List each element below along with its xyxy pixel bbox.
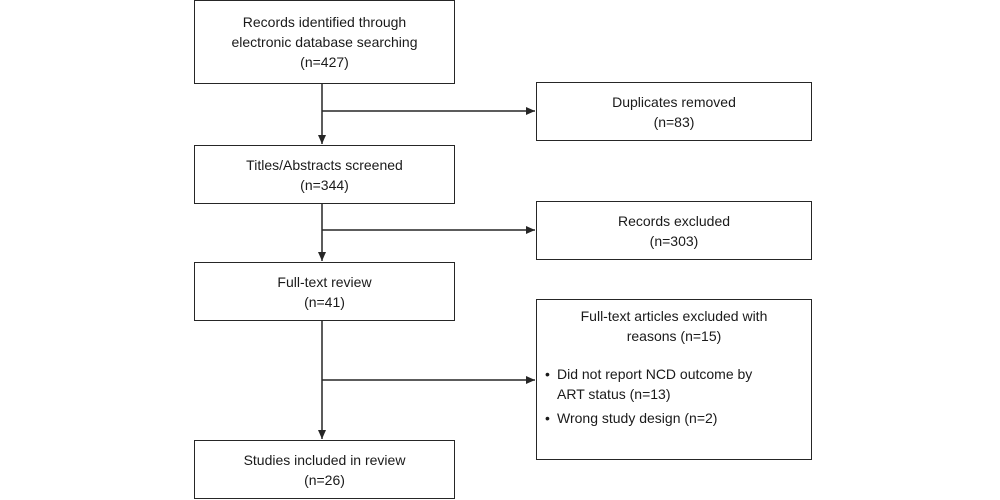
records-excluded-count: (n=303) <box>649 232 699 249</box>
exclusion-reason-text: ART status (n=13) <box>557 386 671 402</box>
titles-abstracts-screened-label: Titles/Abstracts screened <box>246 156 403 173</box>
records-excluded-label: Records excluded <box>617 212 731 229</box>
duplicates-removed-box: Duplicates removed (n=83) <box>536 82 812 141</box>
exclusion-reason-item: • Wrong study design (n=2) <box>545 408 811 428</box>
full-text-review-label: Full-text review <box>277 273 372 290</box>
duplicates-removed-label: Duplicates removed <box>612 93 736 110</box>
exclusion-reason-list: • Did not report NCD outcome by ART stat… <box>537 364 811 432</box>
records-excluded-box: Records excluded (n=303) <box>536 201 812 260</box>
exclusion-reason-item: • Did not report NCD outcome by ART stat… <box>545 364 811 404</box>
full-text-excluded-heading-line-2: reasons (n=15) <box>626 328 722 344</box>
full-text-review-box: Full-text review (n=41) <box>194 262 455 321</box>
full-text-excluded-box: Full-text articles excluded with reasons… <box>536 299 812 460</box>
bullet-icon: • <box>545 366 550 382</box>
full-text-review-count: (n=41) <box>304 293 345 310</box>
exclusion-reason-text: Wrong study design (n=2) <box>557 410 718 426</box>
records-identified-label-line-1: Records identified through <box>242 14 407 30</box>
titles-abstracts-screened-box: Titles/Abstracts screened (n=344) <box>194 145 455 204</box>
studies-included-box: Studies included in review (n=26) <box>194 440 455 499</box>
studies-included-count: (n=26) <box>304 471 345 488</box>
bullet-icon: • <box>545 410 550 426</box>
records-identified-label-line-2: electronic database searching <box>231 34 418 50</box>
duplicates-removed-count: (n=83) <box>653 113 695 130</box>
full-text-excluded-heading-line-1: Full-text articles excluded with <box>580 308 768 324</box>
studies-included-label: Studies included in review <box>243 451 406 468</box>
records-identified-count: (n=427) <box>300 54 349 70</box>
exclusion-reason-text: Did not report NCD outcome by <box>557 366 753 382</box>
records-identified-box: Records identified through electronic da… <box>194 0 455 84</box>
titles-abstracts-screened-count: (n=344) <box>300 176 349 193</box>
